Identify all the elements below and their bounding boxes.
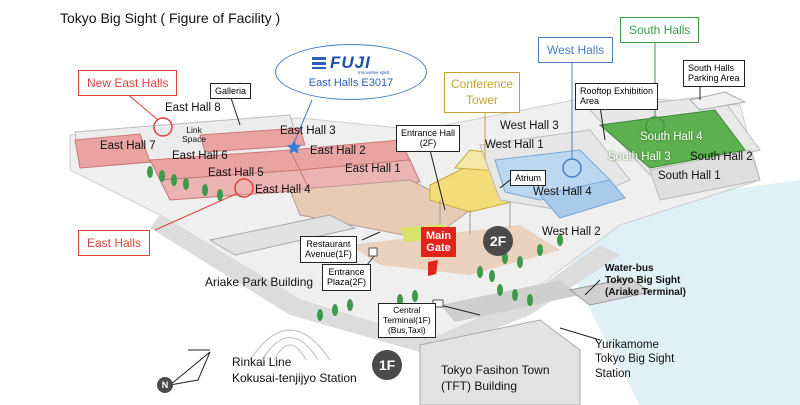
- east-hall-4-label: East Hall 4: [255, 184, 311, 196]
- floor-1f-badge: 1F: [372, 350, 402, 380]
- rooftop-label: Rooftop Exhibition Area: [575, 83, 659, 110]
- leader-lines: [124, 42, 701, 351]
- west-halls-callout: West Halls: [538, 37, 614, 63]
- yurikamome-track: [440, 280, 580, 322]
- concourse: [289, 179, 471, 241]
- east-hall-3-label: East Hall 3: [280, 125, 336, 137]
- ariake-park-shape: [208, 214, 357, 256]
- east-halls-callout: East Halls: [78, 230, 151, 256]
- tft-label: Tokyo Fasihon Town (TFT) Building: [441, 363, 550, 393]
- north-badge: N: [157, 377, 173, 393]
- main-gate-flag-icon: [428, 260, 438, 276]
- rinkai-label: Rinkai Line Kokusai-tenjijyo Station: [232, 355, 357, 385]
- fuji-logo-text: FUJI: [330, 53, 371, 72]
- restaurant-icon: [368, 247, 378, 257]
- west-hall-2-label: West Hall 2: [542, 226, 601, 238]
- west-hall-4-label: West Hall 4: [533, 186, 592, 198]
- ariake-terminal-shape: [568, 277, 652, 306]
- east-hall-2-label: East Hall 2: [310, 145, 366, 157]
- new-east-halls-callout: New East Halls: [78, 70, 178, 96]
- galleria-label: Galleria: [210, 83, 252, 100]
- atrium-label: Atrium: [510, 170, 547, 187]
- south-halls-callout: South Halls: [620, 17, 700, 43]
- south-hall-2-label: South Hall 2: [690, 151, 753, 163]
- main-gate-label: Main Gate: [421, 227, 457, 258]
- entrance-plaza-label: Entrance Plaza(2F): [322, 264, 372, 291]
- booth-star-icon: [286, 140, 302, 154]
- trees: [147, 166, 563, 321]
- yurikamome-label: Yurikamome Tokyo Big Sight Station: [595, 339, 675, 380]
- link-space-label: Link Space: [182, 125, 207, 145]
- west-hall-3-label: West Hall 3: [500, 120, 559, 132]
- entrance-hall-label: Entrance Hall (2F): [396, 125, 461, 152]
- fuji-logo-sub: Innovative spirit: [358, 70, 390, 75]
- south-halls-block: [588, 91, 761, 201]
- conference-tower-callout: Conference Tower: [444, 72, 521, 114]
- east-hall-7-label: East Hall 7: [100, 140, 156, 152]
- east-hall-1-label: East Hall 1: [345, 163, 401, 175]
- ariake-park-label: Ariake Park Building: [205, 275, 314, 289]
- fuji-logo-icon: [312, 57, 326, 69]
- page-title: Tokyo Big Sight ( Figure of Facility ): [60, 10, 281, 26]
- west-halls-block: [479, 129, 631, 219]
- booth-label: East Halls E3017: [308, 77, 394, 89]
- tft-shape: [419, 319, 581, 405]
- main-road: [150, 215, 620, 355]
- east-hall-8-label: East Hall 8: [165, 102, 221, 114]
- east-hall-6-label: East Hall 6: [172, 150, 228, 162]
- south-hall-4-label: South Hall 4: [640, 131, 703, 143]
- rinkai-station-shape: [249, 329, 331, 361]
- floor-2f-badge: 2F: [483, 226, 513, 256]
- restaurant-label: Restaurant Avenue(1F): [300, 236, 357, 263]
- east-hall-5-label: East Hall 5: [208, 167, 264, 179]
- west-hall-1-label: West Hall 1: [485, 139, 544, 151]
- south-parking-label: South Halls Parking Area: [683, 60, 745, 87]
- south-hall-1-label: South Hall 1: [658, 170, 721, 182]
- east-marker: [234, 178, 254, 198]
- south-hall-3-label: South Hall 3: [608, 151, 671, 163]
- new-east-marker: [153, 117, 173, 137]
- central-terminal-label: Central Terminal(1F) (Bus,Taxi): [378, 303, 436, 339]
- north-arrow-icon: [168, 351, 211, 386]
- exhibitor-callout: FUJI Innovative spirit East Halls E3017: [275, 44, 427, 100]
- water-bus-label: Water-bus Tokyo Big Sight (Ariake Termin…: [605, 263, 686, 298]
